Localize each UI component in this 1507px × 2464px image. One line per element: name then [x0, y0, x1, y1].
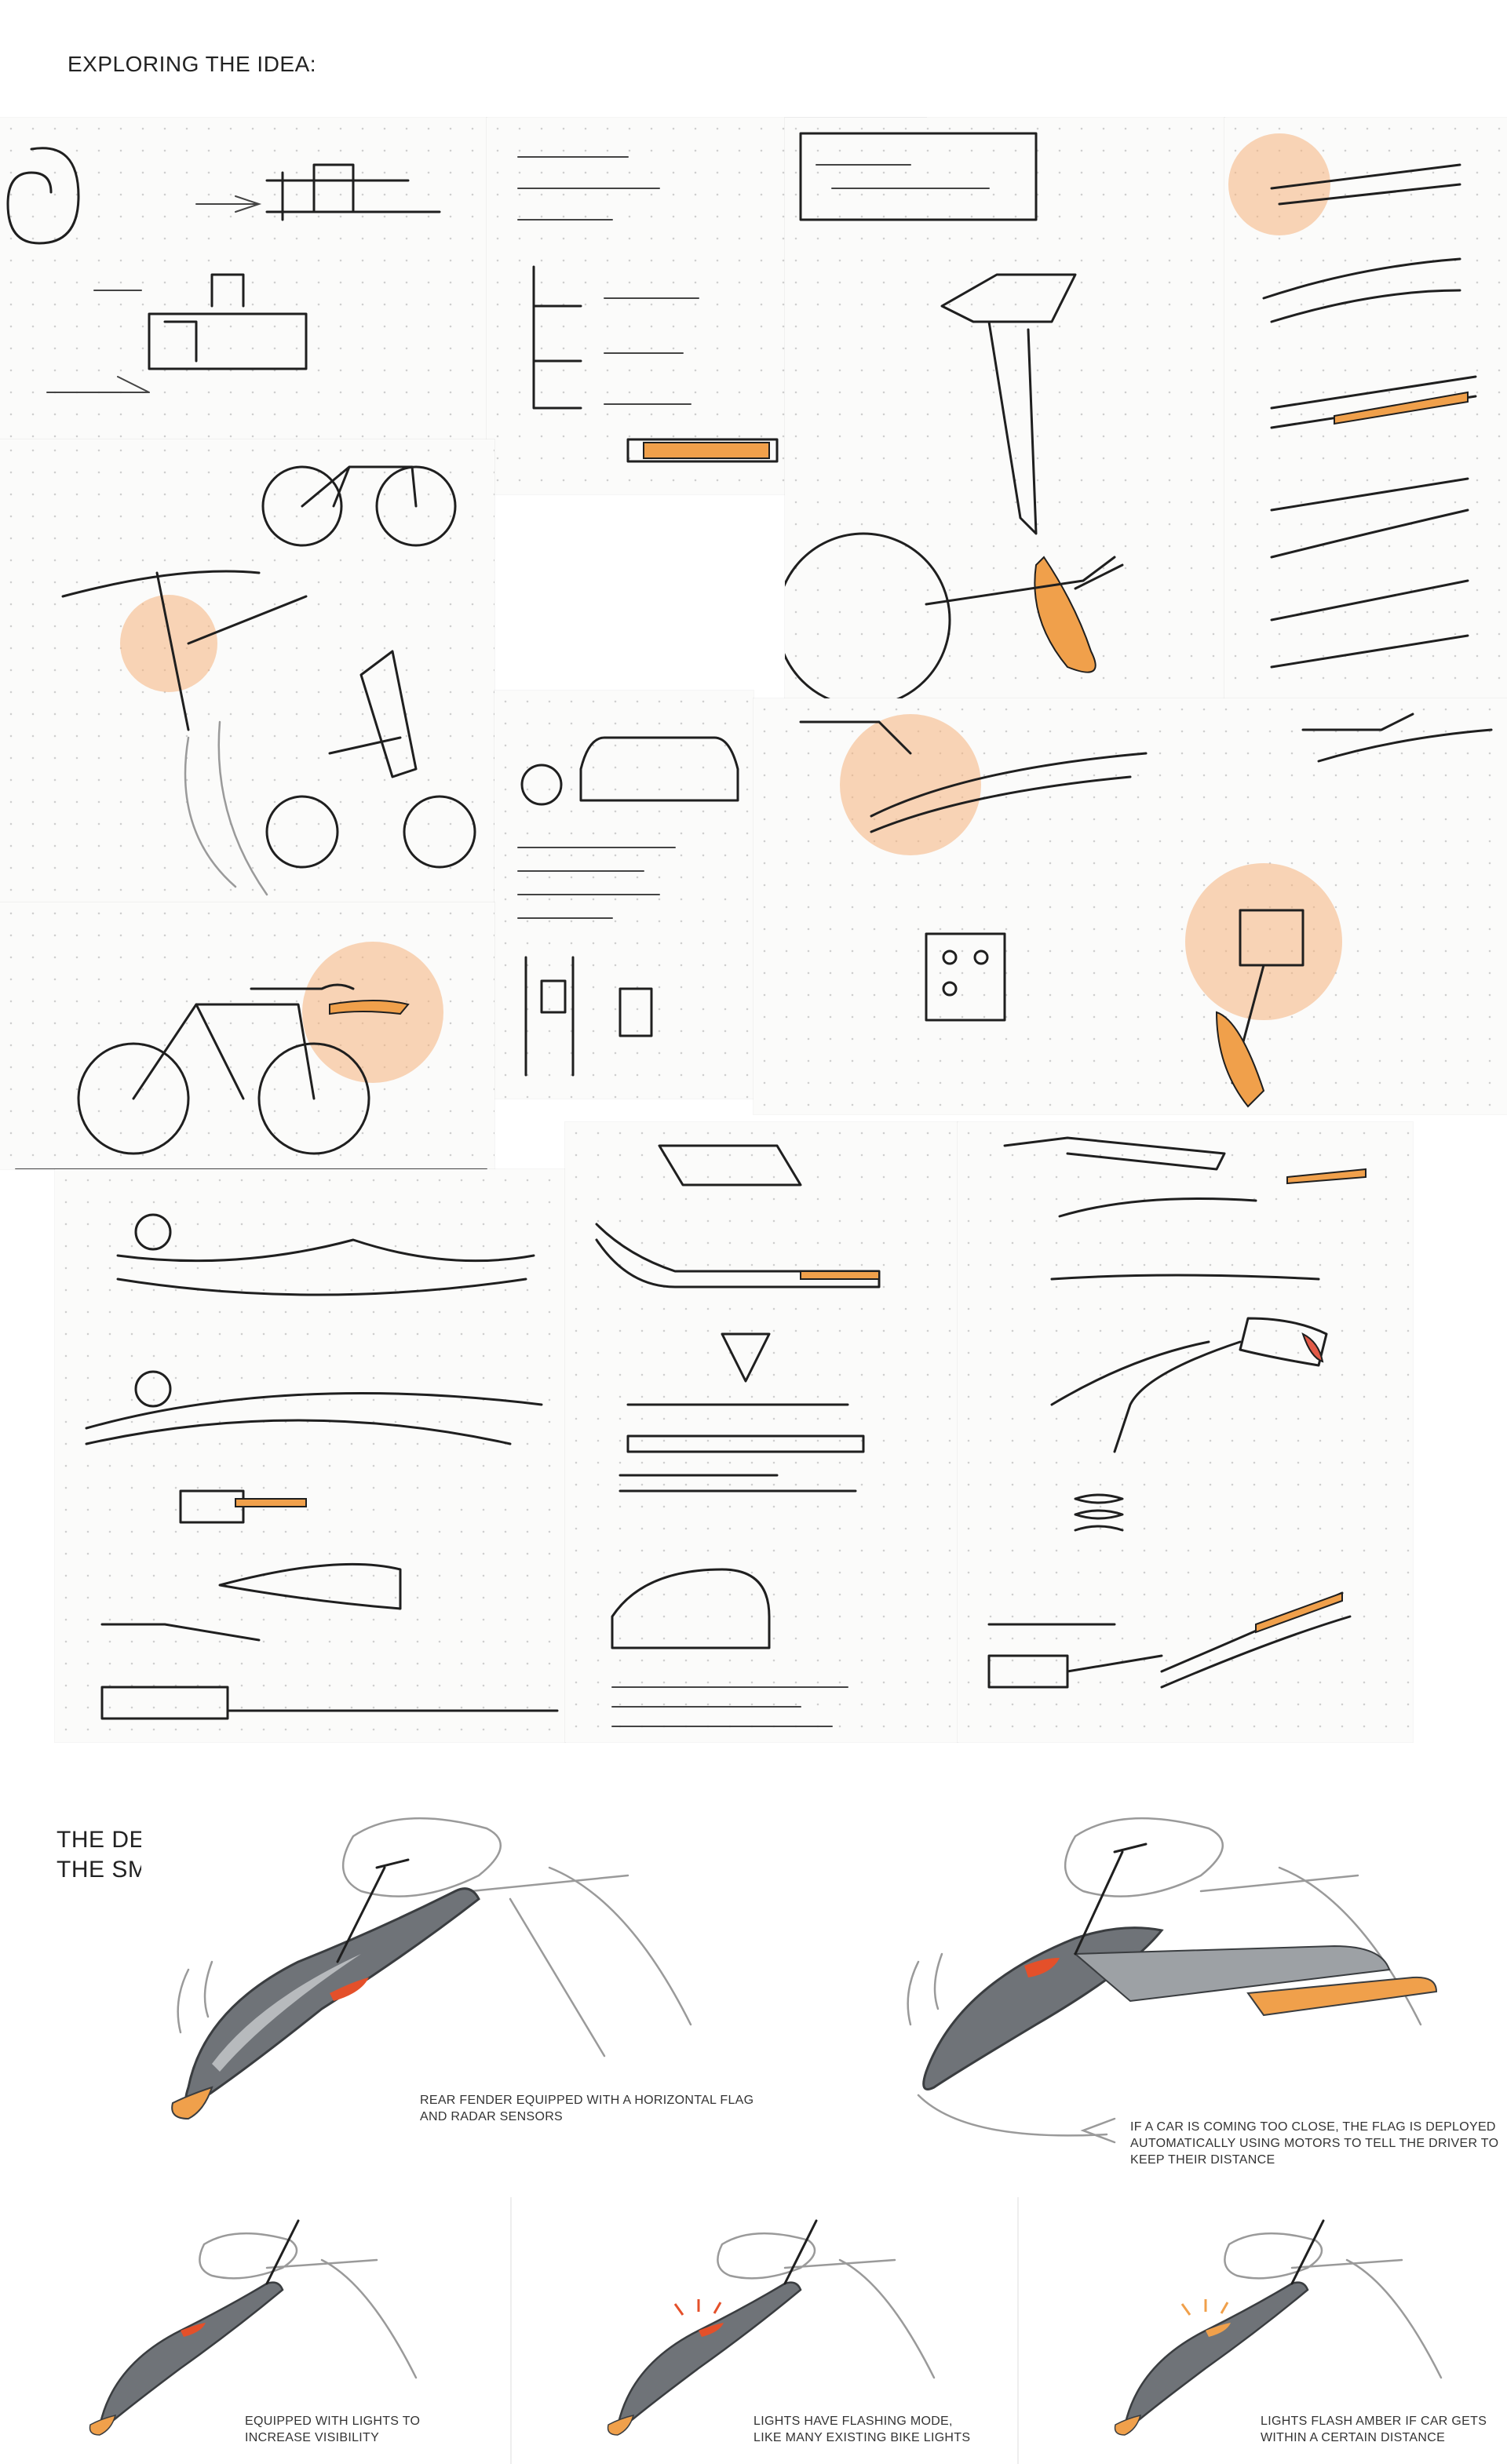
mudguard-sketch [785, 132, 1124, 698]
sketch-sheet-modules [754, 698, 1507, 1114]
render-lights-visibility [47, 2213, 487, 2448]
sketch-sheet-bike-side [0, 902, 494, 1169]
panel-divider-1 [510, 2197, 512, 2464]
render-flashing-mode [549, 2213, 989, 2448]
fender-render-deployed [907, 1817, 1438, 2144]
caption-flashing-mode: LIGHTS HAVE FLASHING MODE, LIKE MANY EXI… [754, 2415, 971, 2444]
car-interaction-sketch [517, 736, 739, 1077]
sketch-sheet-charging [565, 1122, 958, 1742]
caption-horizontal-flag: REAR FENDER EQUIPPED WITH A HORIZONTAL F… [420, 2094, 754, 2123]
section-heading-exploring: EXPLORING THE IDEA: [68, 52, 317, 76]
caption-amber-flash: LIGHTS FLASH AMBER IF CAR GETS WITHIN A … [1261, 2415, 1487, 2444]
sketch-sheet-motor-spring [0, 118, 487, 439]
caption-lights-visibility: EQUIPPED WITH LIGHTS TO INCREASE VISIBIL… [245, 2415, 421, 2444]
fender-profiles-sketch [85, 1213, 559, 1720]
sketch-sheet-fender-profiles [55, 1169, 565, 1742]
sketch-sheet-flag-variations [1224, 118, 1507, 698]
questions-sketch [517, 156, 779, 463]
sketch-sheet-bike-concepts [0, 439, 494, 902]
fender-render-stowed [171, 1817, 692, 2120]
bike-concepts-sketch [61, 465, 476, 896]
render-amber-flash [1056, 2213, 1496, 2448]
bike-side-sketch [15, 942, 487, 1169]
caption-flag-deployed: IF A CAR IS COMING TOO CLOSE, THE FLAG I… [1130, 2120, 1499, 2167]
charging-sketch [595, 1144, 881, 1727]
fender-render-amber [1114, 2219, 1443, 2436]
render-fender-flag-stowed [141, 1805, 706, 2150]
fender-render-flashing [607, 2219, 936, 2436]
sketch-sheet-mudguard [785, 118, 1224, 698]
fender-render-lights [89, 2219, 418, 2436]
mounting-sketch [987, 1136, 1367, 1689]
motor-spring-sketch [6, 147, 441, 393]
flag-variations-sketch [1228, 133, 1477, 669]
sketch-sheet-mounting [958, 1122, 1413, 1742]
modules-sketch [799, 713, 1493, 1108]
sketch-sheet-car-interaction [494, 691, 754, 1099]
panel-divider-2 [1017, 2197, 1019, 2464]
render-fender-flag-deployed [871, 1805, 1507, 2166]
